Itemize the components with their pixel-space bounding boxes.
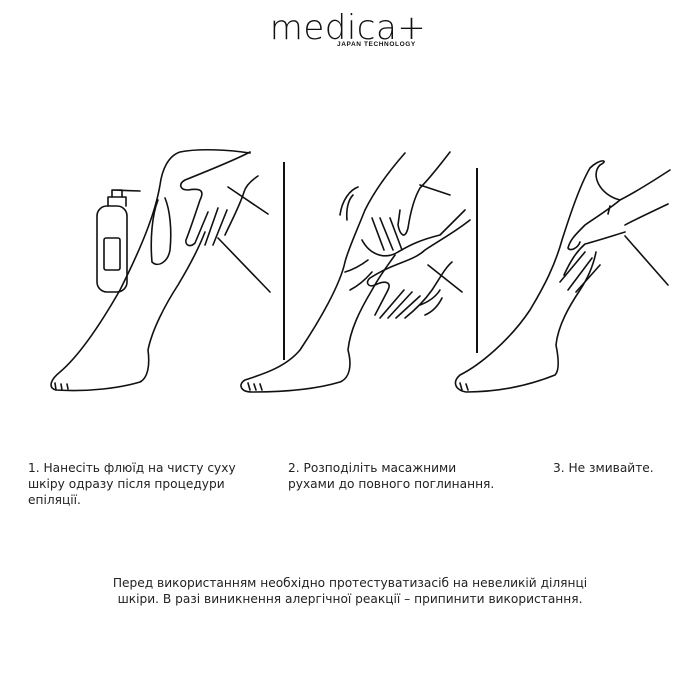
leg-icon [50, 148, 271, 392]
hand-icon [179, 151, 259, 247]
brand-tagline: JAPAN TECHNOLOGY [337, 41, 416, 48]
leg-icon [454, 160, 671, 393]
pump-bottle-icon [96, 189, 172, 293]
note-line-1: Перед використанням необхідно протестува… [112, 576, 588, 590]
divider-2 [476, 168, 478, 353]
step-1-line-1: 1. Нанесіть флюїд на чисту суху [28, 461, 236, 475]
hand-icon [559, 199, 626, 293]
step-2: 2. Розподіліть масажними рухами до повно… [288, 460, 538, 492]
brand-name: medica+ [269, 8, 427, 48]
apply-fluid-illustration [50, 148, 271, 392]
divider-1 [283, 162, 285, 360]
hand-icon [366, 219, 471, 319]
allergy-warning-note: Перед використанням необхідно протестува… [40, 575, 660, 607]
step-2-line-2: рухами до повного поглинання. [288, 477, 495, 491]
instruction-illustrations [50, 148, 671, 393]
hand-icon [361, 151, 466, 257]
step-1-line-3: епіляції. [28, 493, 81, 507]
step-2-line-1: 2. Розподіліть масажними [288, 461, 457, 475]
motion-lines-icon [339, 186, 443, 316]
leave-on-illustration [454, 160, 671, 393]
step-1: 1. Нанесіть флюїд на чисту суху шкіру од… [28, 460, 278, 508]
step-1-line-2: шкіру одразу після процедури [28, 477, 225, 491]
leg-icon [240, 152, 463, 393]
brand-logo: medica+ [0, 10, 700, 46]
step-3-line-1: 3. Не змивайте. [553, 461, 654, 475]
massage-illustration [240, 151, 471, 393]
note-line-2: шкіри. В разі виникнення алергічної реак… [117, 592, 583, 606]
step-3: 3. Не змивайте. [553, 460, 693, 476]
